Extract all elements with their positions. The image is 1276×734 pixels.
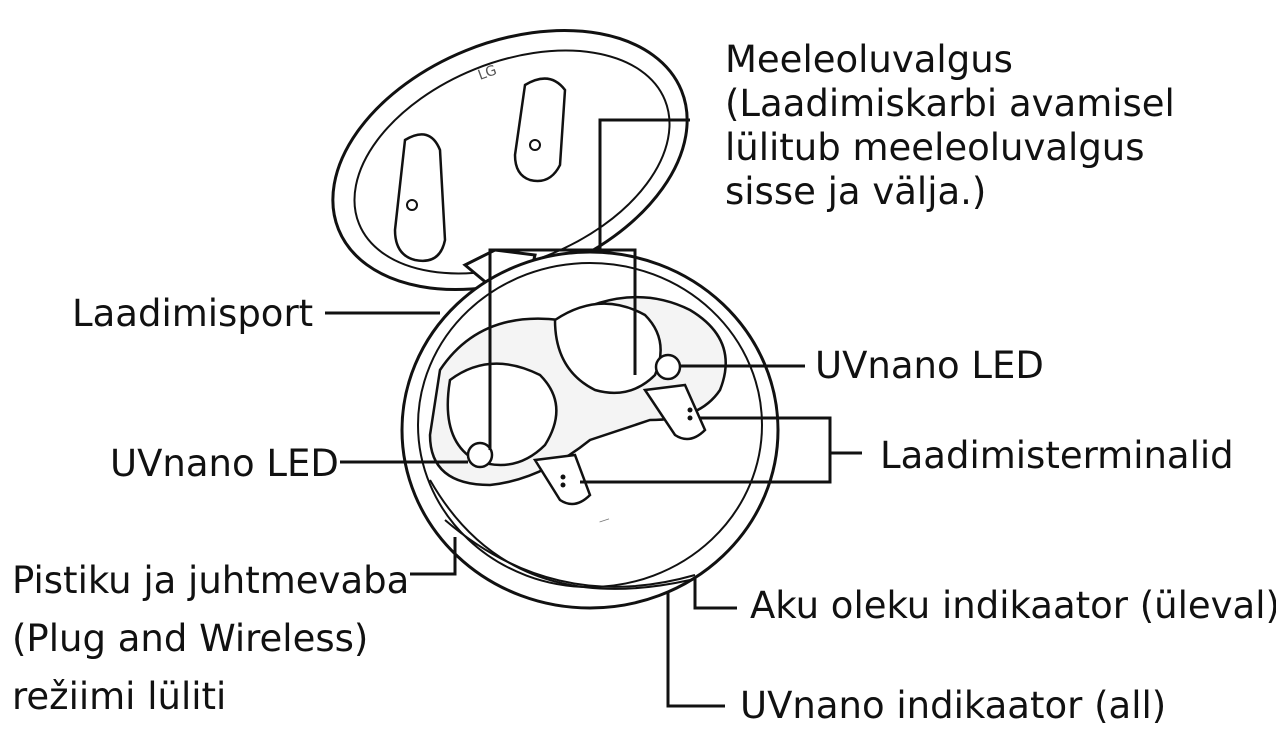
- charging-port-label: Laadimisport: [72, 292, 314, 335]
- uvnano-indicator-label: UVnano indikaator (all): [740, 684, 1167, 727]
- charging-terminals-label: Laadimisterminalid: [880, 434, 1234, 477]
- mood-light-line-4: sisse ja välja.): [725, 170, 987, 213]
- leader-lines: [325, 118, 862, 708]
- mood-light-label: Meeleoluvalgus (Laadimiskarbi avamisel l…: [725, 38, 1175, 214]
- mode-switch-line-3: režiimi lüliti: [12, 675, 227, 718]
- mode-switch-line-2: (Plug and Wireless): [12, 617, 369, 660]
- mood-light-line-3: lülitub meeleoluvalgus: [725, 126, 1145, 169]
- uvnano-led-left-label: UVnano LED: [110, 442, 339, 485]
- case-branding: —: [597, 512, 611, 528]
- earbud-tray: [428, 295, 727, 506]
- uvnano-led-right-label: UVnano LED: [815, 344, 1044, 387]
- terminal-dots: [560, 407, 693, 488]
- battery-indicator-label: Aku oleku indikaator (üleval): [750, 584, 1276, 627]
- mode-switch-line-1: Pistiku ja juhtmevaba: [12, 559, 410, 602]
- mode-switch-label: Pistiku ja juhtmevaba (Plug and Wireless…: [12, 552, 409, 726]
- mood-light-line-2: (Laadimiskarbi avamisel: [725, 82, 1175, 125]
- case-lid: LG: [331, 28, 689, 292]
- mood-light-line-1: Meeleoluvalgus: [725, 38, 1013, 81]
- svg-text:LG: LG: [476, 62, 499, 83]
